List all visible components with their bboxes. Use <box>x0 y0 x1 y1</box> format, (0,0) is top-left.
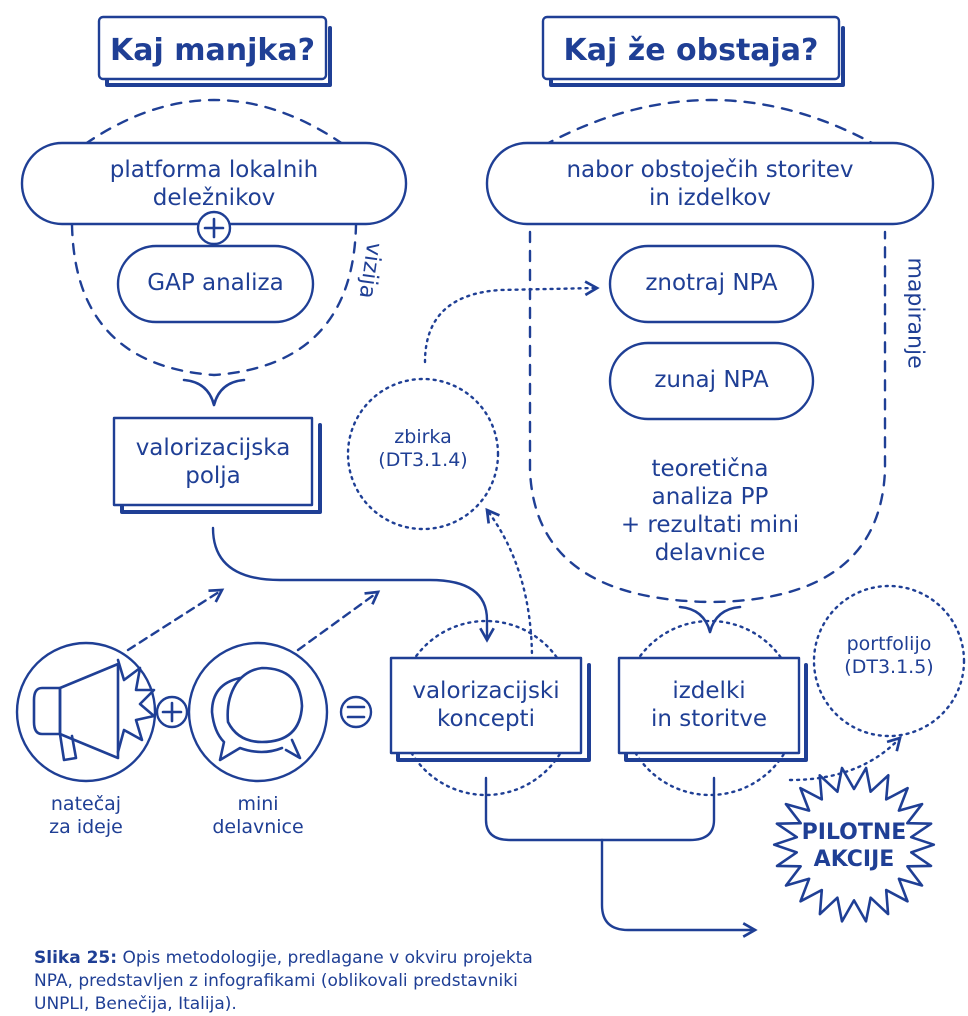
portfolio-label: portfolijo (DT3.1.5) <box>844 633 934 679</box>
plus-icon <box>155 695 189 729</box>
equals-icon <box>339 695 373 729</box>
gap-pill <box>116 244 315 324</box>
workshops-circle <box>187 641 329 783</box>
contest-label: natečaj za ideje <box>49 793 123 839</box>
right-dashed-arc-top <box>525 98 895 157</box>
header-left-box <box>97 15 332 87</box>
zbirka-to-inside-arrow <box>423 280 600 364</box>
portfolio-circle <box>812 584 966 738</box>
header-left-title: Kaj manjka? <box>110 33 315 68</box>
outside-label: zunaj NPA <box>654 367 769 393</box>
right-notch <box>678 605 742 634</box>
products-box <box>617 656 801 755</box>
outside-pill <box>608 341 815 421</box>
platform-label: platforma lokalnih deležnikov <box>109 157 319 212</box>
concepts-to-zbirka-arrow <box>485 507 534 662</box>
valorization-fields-box <box>112 416 314 507</box>
left-notch <box>182 378 246 407</box>
products-to-portfolio-arrow <box>788 736 902 782</box>
methodology-diagram: Kaj manjka? Kaj že obstaja? platforma lo… <box>15 15 966 1014</box>
pilot-starburst <box>772 766 936 923</box>
caption-label: Slika 25: <box>34 948 118 968</box>
figure-caption: Slika 25: Opis metodologije, predlagane … <box>34 947 574 1016</box>
pilot-label: PILOTNE AKCIJE <box>801 820 907 872</box>
set-label: nabor obstoječih storitev in izdelkov <box>566 157 854 212</box>
products-label: izdelki in storitve <box>651 678 767 733</box>
inside-label: znotraj NPA <box>645 270 778 296</box>
contest-circle <box>15 641 157 783</box>
diagram-canvas <box>15 15 966 938</box>
gap-label: GAP analiza <box>147 270 284 296</box>
contest-dashed-arrow <box>126 588 225 652</box>
valorization-fields-label: valorizacijska polja <box>135 435 291 490</box>
zbirka-label: zbirka (DT3.1.4) <box>378 426 468 472</box>
fields-to-concepts-path <box>211 526 495 643</box>
workshops-dashed-arrow <box>296 590 381 652</box>
header-right-title: Kaj že obstaja? <box>563 33 819 68</box>
concepts-box <box>389 656 583 755</box>
inside-pill <box>608 244 815 324</box>
concepts-label: valorizacijski koncepti <box>412 678 560 733</box>
zbirka-circle <box>346 377 500 531</box>
header-right-box <box>541 15 845 87</box>
megaphone-icon <box>32 658 156 762</box>
set-pill <box>485 141 935 226</box>
concepts-to-pilot-path <box>484 776 716 842</box>
left-dashed-arc-bottom <box>70 223 358 377</box>
analysis-label: teoretična analiza PP + rezultati mini d… <box>620 456 800 567</box>
speech-bubbles-icon <box>210 666 304 762</box>
to-pilot-path <box>600 838 758 938</box>
left-dashed-arc-top <box>68 98 360 157</box>
right-dashed-arc-bottom <box>528 230 887 604</box>
mapping-label: mapiranje <box>902 257 928 369</box>
workshops-label: mini delavnice <box>212 793 304 839</box>
